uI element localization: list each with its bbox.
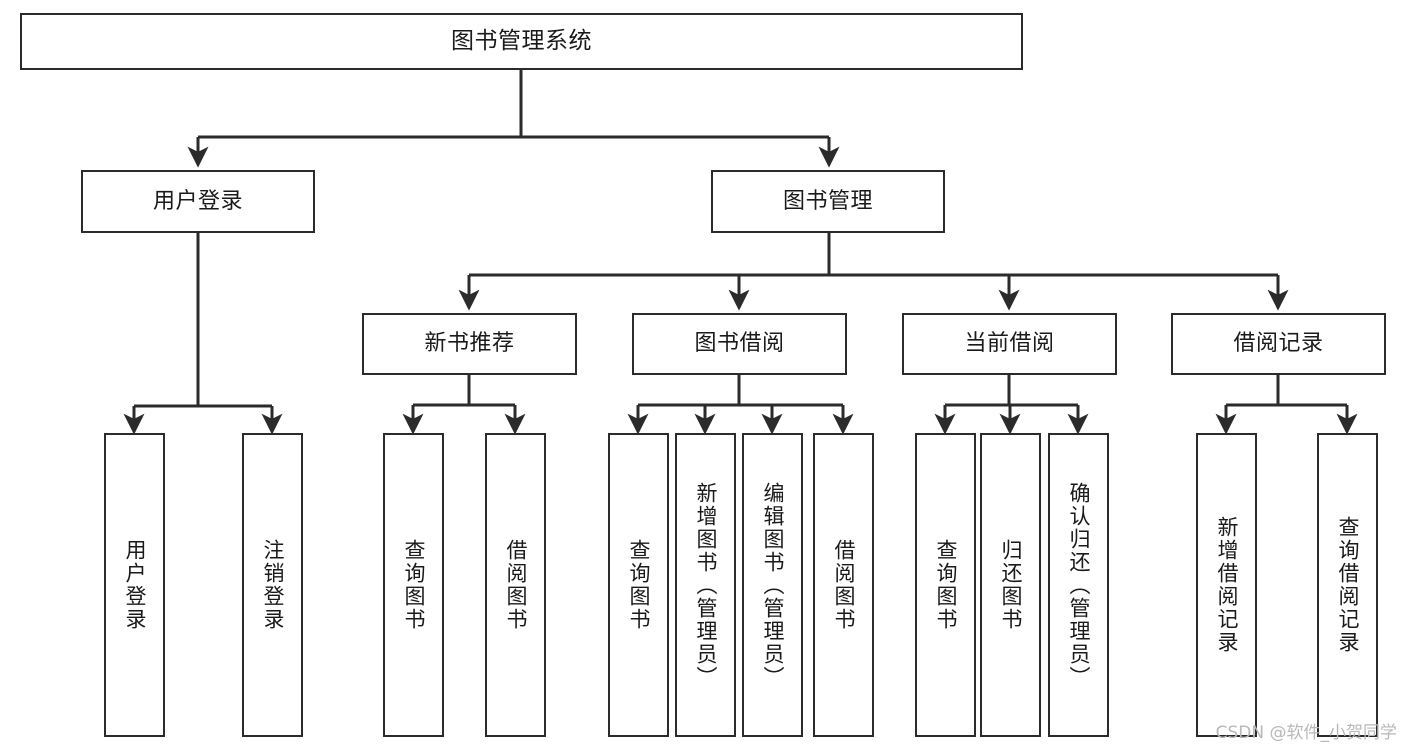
leaf-new-book-query-book[interactable]: 查询图书 [383,433,444,737]
node-new-book-recommend[interactable]: 新书推荐 [362,313,577,375]
node-label: 借阅图书 [504,539,528,631]
node-label: 查询借阅记录 [1336,516,1360,654]
node-label: 当前借阅 [964,331,1055,357]
node-label: 用户登录 [123,539,147,631]
node-label: 借阅图书 [832,539,856,631]
node-label: 图书管理系统 [451,27,592,54]
leaf-borrow-query-book[interactable]: 查询图书 [608,433,669,737]
node-label: 图书借阅 [694,331,785,357]
node-book-borrow[interactable]: 图书借阅 [632,313,847,375]
leaf-new-book-borrow-book[interactable]: 借阅图书 [485,433,546,737]
node-label: 注销登录 [261,539,285,631]
leaf-current-return-book[interactable]: 归还图书 [980,433,1041,737]
node-label: 新增图书（管理员） [694,481,718,689]
node-label: 归还图书 [999,539,1023,631]
leaf-record-add-record[interactable]: 新增借阅记录 [1196,433,1257,737]
node-label: 借阅记录 [1233,331,1324,357]
node-label: 确认归还（管理员） [1067,481,1091,689]
node-label: 新书推荐 [424,331,515,357]
node-label: 用户登录 [152,188,243,214]
node-book-management[interactable]: 图书管理 [711,170,945,233]
node-label: 图书管理 [782,188,873,214]
node-label: 查询图书 [627,539,651,631]
node-label: 查询图书 [402,539,426,631]
node-borrow-record[interactable]: 借阅记录 [1171,313,1386,375]
leaf-borrow-add-book-admin[interactable]: 新增图书（管理员） [675,433,736,737]
node-label: 新增借阅记录 [1215,516,1239,654]
leaf-borrow-borrow-book[interactable]: 借阅图书 [813,433,874,737]
node-label: 编辑图书（管理员） [761,481,785,689]
leaf-current-query-book[interactable]: 查询图书 [915,433,976,737]
leaf-borrow-edit-book-admin[interactable]: 编辑图书（管理员） [742,433,803,737]
node-user-login[interactable]: 用户登录 [81,170,315,233]
leaf-current-confirm-return-admin[interactable]: 确认归还（管理员） [1048,433,1109,737]
leaf-logout[interactable]: 注销登录 [242,433,303,737]
leaf-record-query-record[interactable]: 查询借阅记录 [1317,433,1378,737]
leaf-user-login[interactable]: 用户登录 [104,433,165,737]
node-root-book-management-system[interactable]: 图书管理系统 [20,13,1023,70]
node-current-borrow[interactable]: 当前借阅 [902,313,1117,375]
node-label: 查询图书 [934,539,958,631]
